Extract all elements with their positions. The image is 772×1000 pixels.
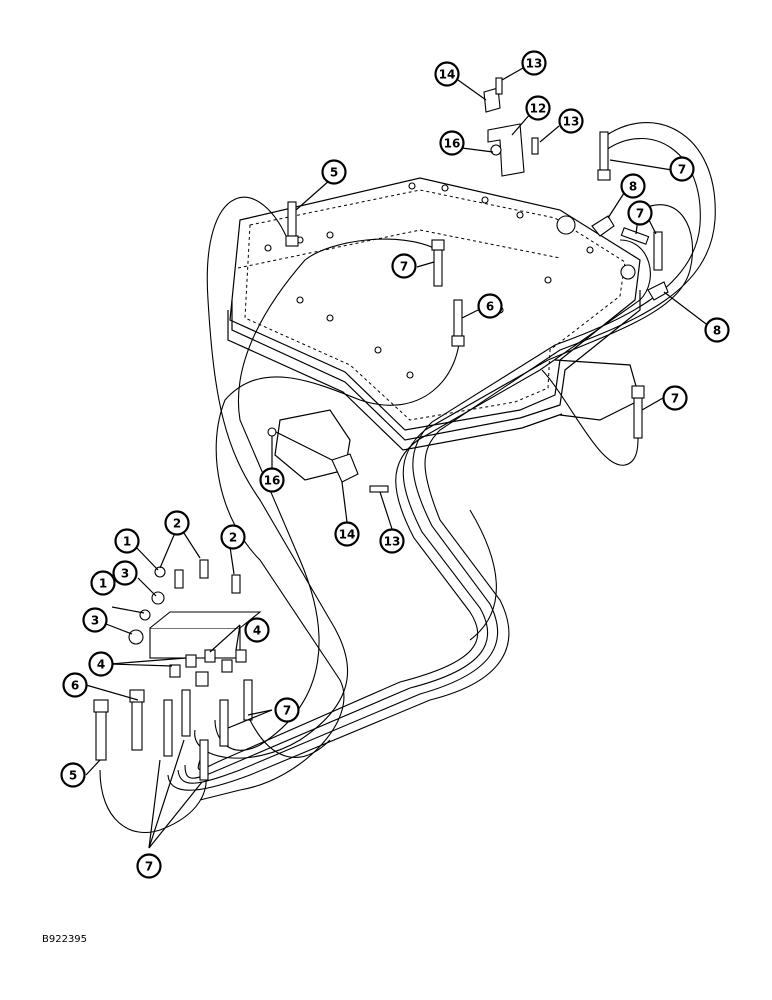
callout-number: 2 <box>229 531 237 545</box>
callout-number: 14 <box>339 528 356 542</box>
callout-number: 7 <box>678 163 686 177</box>
callout-circle <box>88 651 114 677</box>
callout-circle <box>220 524 246 550</box>
callout-14: 14 <box>334 521 360 547</box>
callout-13: 13 <box>558 108 584 134</box>
callout-circle <box>662 385 688 411</box>
callout-circle <box>477 293 503 319</box>
callout-number: 16 <box>264 474 281 488</box>
callout-7: 7 <box>136 853 162 879</box>
callout-2: 2 <box>220 524 246 550</box>
callout-circle <box>114 528 140 554</box>
callout-number: 2 <box>173 517 181 531</box>
callout-3: 3 <box>82 607 108 633</box>
callout-number: 8 <box>713 324 721 338</box>
callout-3: 3 <box>112 560 138 586</box>
callout-circle <box>60 762 86 788</box>
callout-8: 8 <box>620 173 646 199</box>
fittings <box>93 77 669 781</box>
callout-number: 3 <box>121 567 129 581</box>
callout-7: 7 <box>669 156 695 182</box>
callout-number: 16 <box>444 137 461 151</box>
callout-16: 16 <box>439 130 465 156</box>
callout-number: 5 <box>330 166 338 180</box>
callout-circle <box>164 510 190 536</box>
callout-circle <box>391 253 417 279</box>
figure-code: B922395 <box>42 934 88 945</box>
callout-13: 13 <box>521 50 547 76</box>
callout-7: 7 <box>662 385 688 411</box>
callout-circle <box>90 570 116 596</box>
callout-8: 8 <box>704 317 730 343</box>
callout-number: 6 <box>71 679 79 693</box>
callout-circle <box>627 200 653 226</box>
callout-12: 12 <box>525 95 551 121</box>
callout-circle <box>434 61 460 87</box>
callout-14: 14 <box>434 61 460 87</box>
callout-7: 7 <box>274 697 300 723</box>
callout-5: 5 <box>60 762 86 788</box>
callout-number: 4 <box>97 658 105 672</box>
callout-circle <box>244 617 270 643</box>
callout-circle <box>379 528 405 554</box>
callout-16: 16 <box>259 467 285 493</box>
callout-number: 12 <box>530 102 547 116</box>
callout-number: 7 <box>636 207 644 221</box>
callout-number: 7 <box>671 392 679 406</box>
callout-circle <box>669 156 695 182</box>
callout-number: 1 <box>99 577 107 591</box>
callout-circle <box>321 159 347 185</box>
callout-circle <box>620 173 646 199</box>
callout-5: 5 <box>321 159 347 185</box>
callout-13: 13 <box>379 528 405 554</box>
callout-6: 6 <box>62 672 88 698</box>
callout-number: 14 <box>439 68 456 82</box>
callout-6: 6 <box>477 293 503 319</box>
callout-circle <box>62 672 88 698</box>
callout-number: 6 <box>486 300 494 314</box>
callout-number: 7 <box>400 260 408 274</box>
callout-1: 1 <box>90 570 116 596</box>
callout-number: 13 <box>526 57 543 71</box>
callout-circle <box>259 467 285 493</box>
callout-circle <box>112 560 138 586</box>
callout-circle <box>274 697 300 723</box>
callout-number: 13 <box>563 115 580 129</box>
callout-circle <box>704 317 730 343</box>
callout-number: 7 <box>283 704 291 718</box>
callout-1: 1 <box>114 528 140 554</box>
callout-number: 1 <box>123 535 131 549</box>
callout-circle <box>82 607 108 633</box>
callout-number: 7 <box>145 860 153 874</box>
callout-circle <box>334 521 360 547</box>
callout-number: 13 <box>384 535 401 549</box>
callout-circle <box>439 130 465 156</box>
callout-number: 5 <box>69 769 77 783</box>
hydraulic-tubes <box>99 122 716 834</box>
callout-7: 7 <box>627 200 653 226</box>
leader-lines <box>85 67 715 849</box>
callout-circle <box>525 95 551 121</box>
callout-circle <box>136 853 162 879</box>
callout-circle <box>521 50 547 76</box>
callout-circle <box>558 108 584 134</box>
callout-4: 4 <box>88 651 114 677</box>
callout-number: 4 <box>253 624 261 638</box>
callout-4: 4 <box>244 617 270 643</box>
callout-2: 2 <box>164 510 190 536</box>
callout-number: 3 <box>91 614 99 628</box>
callout-7: 7 <box>391 253 417 279</box>
callout-number: 8 <box>629 180 637 194</box>
